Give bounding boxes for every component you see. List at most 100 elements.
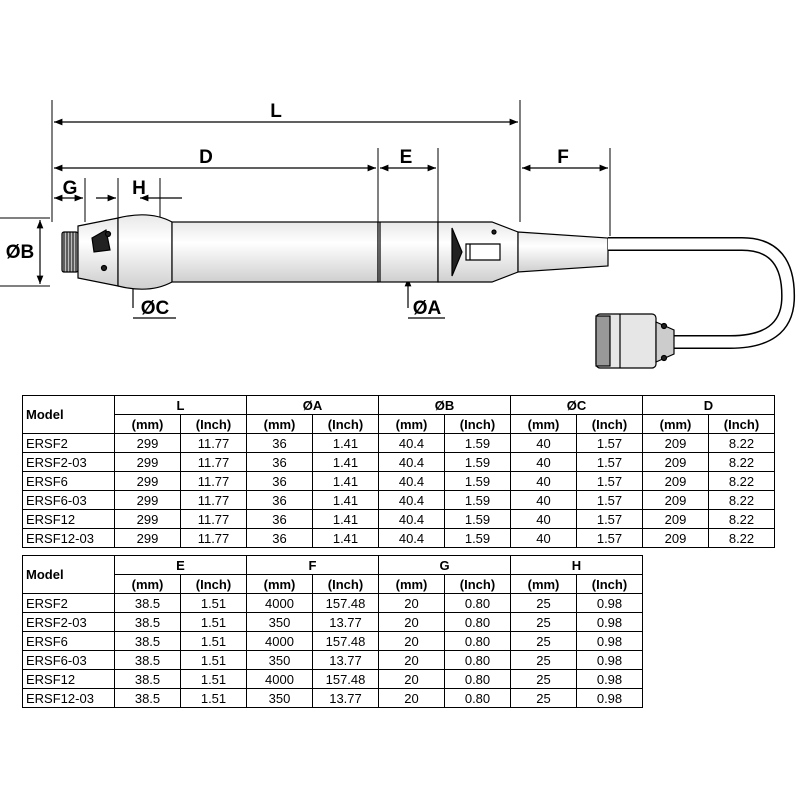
unit-header: (Inch) [312,414,379,434]
value-cell: 11.77 [180,528,247,548]
unit-header: (Inch) [180,414,247,434]
value-cell: 13.77 [312,650,379,670]
unit-header: (mm) [114,414,181,434]
value-cell: 40 [510,509,577,529]
model-cell: ERSF12 [22,669,115,689]
extension-lines [0,100,611,287]
unit-header: (mm) [246,414,313,434]
value-cell: 1.59 [444,452,511,472]
value-cell: 1.41 [312,528,379,548]
value-cell: 1.59 [444,471,511,491]
value-cell: 36 [246,471,313,491]
unit-header: (Inch) [576,414,643,434]
value-cell: 1.51 [180,631,247,651]
value-cell: 38.5 [114,688,181,708]
model-cell: ERSF6-03 [22,490,115,510]
value-cell: 40 [510,490,577,510]
value-cell: 0.80 [444,669,511,689]
value-cell: 40.4 [378,471,445,491]
label-G: G [63,178,78,199]
group-header: ØC [510,395,643,415]
value-cell: 1.57 [576,471,643,491]
value-cell: 299 [114,452,181,472]
label-H: H [132,178,146,199]
value-cell: 36 [246,452,313,472]
value-cell: 209 [642,433,709,453]
value-cell: 299 [114,490,181,510]
value-cell: 25 [510,688,577,708]
value-cell: 209 [642,490,709,510]
value-cell: 4000 [246,593,313,613]
model-cell: ERSF12-03 [22,528,115,548]
value-cell: 209 [642,509,709,529]
value-cell: 1.41 [312,509,379,529]
value-cell: 11.77 [180,452,247,472]
value-cell: 1.59 [444,528,511,548]
value-cell: 299 [114,509,181,529]
model-cell: ERSF2 [22,433,115,453]
value-cell: 350 [246,650,313,670]
value-cell: 0.80 [444,612,511,632]
value-cell: 4000 [246,669,313,689]
value-cell: 38.5 [114,612,181,632]
value-cell: 1.51 [180,688,247,708]
front-grip [117,214,173,290]
table-unit-row: (mm)(Inch)(mm)(Inch)(mm)(Inch)(mm)(Inch)… [23,414,775,434]
label-L: L [270,101,282,122]
unit-header: (mm) [510,414,577,434]
value-cell: 1.57 [576,433,643,453]
value-cell: 11.77 [180,433,247,453]
value-cell: 299 [114,528,181,548]
dimension-labels: L D E F G H ØB ØC ØA [6,101,569,319]
model-cell: ERSF2-03 [22,452,115,472]
value-cell: 1.51 [180,650,247,670]
group-header: H [510,555,643,575]
group-header: D [642,395,775,415]
value-cell: 20 [378,612,445,632]
value-cell: 350 [246,688,313,708]
value-cell: 40 [510,433,577,453]
value-cell: 38.5 [114,593,181,613]
group-header: L [114,395,247,415]
value-cell: 0.98 [576,669,643,689]
value-cell: 36 [246,433,313,453]
value-cell: 0.98 [576,688,643,708]
tool-illustration [61,214,796,369]
group-header: ØB [378,395,511,415]
value-cell: 11.77 [180,490,247,510]
value-cell: 13.77 [312,612,379,632]
model-cell: ERSF2-03 [22,612,115,632]
value-cell: 1.57 [576,490,643,510]
value-cell: 8.22 [708,509,775,529]
value-cell: 36 [246,490,313,510]
group-header: G [378,555,511,575]
value-cell: 40.4 [378,509,445,529]
unit-header: (Inch) [180,574,247,594]
value-cell: 40 [510,528,577,548]
dimension-lines [36,118,608,319]
body-band [377,221,439,283]
value-cell: 299 [114,471,181,491]
value-cell: 8.22 [708,452,775,472]
label-F: F [557,147,569,168]
value-cell: 38.5 [114,650,181,670]
unit-header: (mm) [378,414,445,434]
value-cell: 25 [510,612,577,632]
value-cell: 0.98 [576,631,643,651]
label-E: E [400,147,413,168]
value-cell: 8.22 [708,490,775,510]
model-cell: ERSF6 [22,471,115,491]
tool-dimension-drawing: L D E F G H ØB ØC ØA [0,100,796,369]
main-body [171,221,379,283]
